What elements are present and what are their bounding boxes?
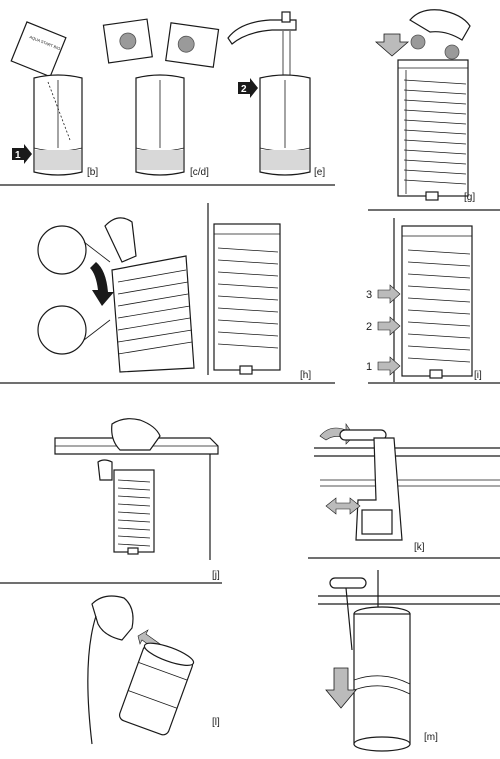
hand-icon [409,9,471,41]
tank-rim [314,447,500,487]
panel-k: [k] [314,423,500,553]
sachet-left [102,18,153,64]
detail-magnifier-top [37,225,87,275]
panel-label-b: [b] [87,167,98,178]
svg-text:2: 2 [366,321,372,333]
lid-disc-right [444,44,460,60]
panel-h: [h] [37,203,311,381]
filter-tilted [111,255,195,373]
detail-magnifier-bottom [37,305,87,355]
panel-m: [m] [318,570,500,752]
filter-hanger [329,577,367,651]
filter-body [401,225,473,379]
panel-b: AQUA START BIO 1 [b] [10,21,98,178]
panel-dividers [0,184,500,584]
filter-body [397,59,469,201]
down-arrow-icon [325,667,357,709]
water-stream [282,31,291,80]
panel-label-e: [e] [314,167,325,178]
svg-text:1: 1 [15,150,21,161]
panel-label-i: [i] [474,370,482,381]
water-tap [227,11,297,45]
hand-icon [91,595,134,641]
svg-text:2: 2 [241,84,247,95]
panel-label-k: [k] [414,542,425,553]
step-2-marker: 2 [238,78,258,98]
sachet: AQUA START BIO [10,21,67,78]
panel-e: 2 [e] [227,11,325,178]
svg-text:3: 3 [366,289,372,301]
filter-hanging [113,469,155,555]
hand-icon [104,217,137,263]
filter-cartridge [33,74,83,176]
filter-cartridge [135,74,185,176]
filter-mounted [213,223,281,375]
slide-arrow-icon [325,497,361,515]
panel-g: [g] [374,9,475,203]
panel-label-g: [g] [464,192,475,203]
tank-rim [318,595,500,605]
sachet-right [165,22,220,68]
panel-cd: [c/d] [102,18,220,178]
panel-label-h: [h] [300,370,311,381]
panel-j: [j] [54,418,220,581]
panel-l: [l] [87,595,220,745]
filter-cylinder [353,606,411,752]
filter-hanger [339,429,403,541]
panel-label-m: [m] [424,732,438,743]
down-arrow-icon [90,262,114,306]
hose [87,615,97,745]
level-arrow-2: 2 [366,316,401,336]
level-arrow-1: 1 [366,356,401,376]
filter-cartridge [259,74,311,176]
hand-icon [97,418,161,481]
panel-i: 3 2 1 [i] [366,218,482,382]
panel-label-l: [l] [212,717,220,728]
panel-label-cd: [c/d] [190,167,209,178]
panel-label-j: [j] [212,570,220,581]
lid-disc-left [410,34,426,50]
svg-text:1: 1 [366,361,372,373]
filter-cylinder [118,642,195,736]
down-arrow-icon [374,33,410,57]
level-arrow-3: 3 [366,284,401,304]
step-1-marker: 1 [12,144,32,164]
